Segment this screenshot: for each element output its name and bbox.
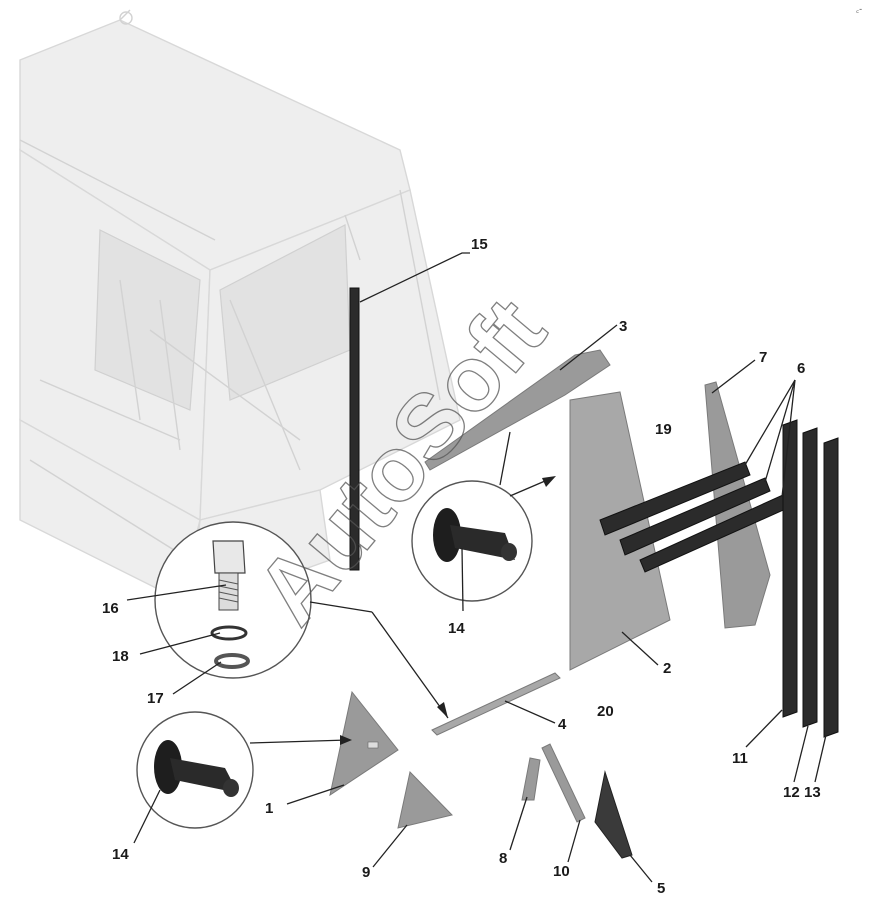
- callout-7: 7: [759, 349, 767, 366]
- callout-15: 15: [471, 236, 488, 253]
- callout-17: 17: [147, 690, 164, 707]
- seal-part-6-group: [599, 461, 791, 573]
- seal-part-15: [349, 287, 360, 571]
- callout-14-upper: 14: [448, 620, 465, 637]
- callout-16: 16: [102, 600, 119, 617]
- seal-part-12: [802, 427, 818, 728]
- corner-mark: ꜀-: [856, 4, 862, 14]
- callout-9: 9: [362, 864, 370, 881]
- callout-19: 19: [655, 421, 672, 438]
- callout-1: 1: [265, 800, 273, 817]
- leader-lines: [126, 252, 827, 883]
- seal-part-13: [823, 437, 839, 738]
- callout-14-lower: 14: [112, 846, 129, 863]
- callout-5: 5: [657, 880, 665, 897]
- callout-labels: 1 2 3 4 5 6 7 8 9 10 11 12 13 14 14 15 1…: [102, 236, 821, 897]
- cab-body: [19, 9, 461, 612]
- part-8: [521, 757, 541, 801]
- callout-4: 4: [558, 716, 567, 733]
- callout-10: 10: [553, 863, 570, 880]
- strip-part-4: [431, 672, 561, 736]
- callout-13: 13: [804, 784, 821, 801]
- callout-3: 3: [619, 318, 627, 335]
- callout-8: 8: [499, 850, 507, 867]
- glass-part-5: [594, 770, 633, 859]
- callout-2: 2: [663, 660, 671, 677]
- glass-part-2: [569, 391, 671, 671]
- callout-11: 11: [732, 750, 748, 767]
- part-10: [541, 743, 586, 823]
- detail-fastener-14-lower: [136, 711, 254, 829]
- detail-bolt-16-17-18: [154, 521, 312, 679]
- glass-part-3: [424, 349, 611, 471]
- callout-18: 18: [112, 648, 129, 665]
- seal-part-11: [782, 419, 798, 718]
- glass-part-9: [397, 770, 453, 829]
- callout-20: 20: [597, 703, 614, 720]
- callout-12: 12: [783, 784, 800, 801]
- callout-6: 6: [797, 360, 805, 377]
- detail-fastener-14-upper: [411, 480, 533, 602]
